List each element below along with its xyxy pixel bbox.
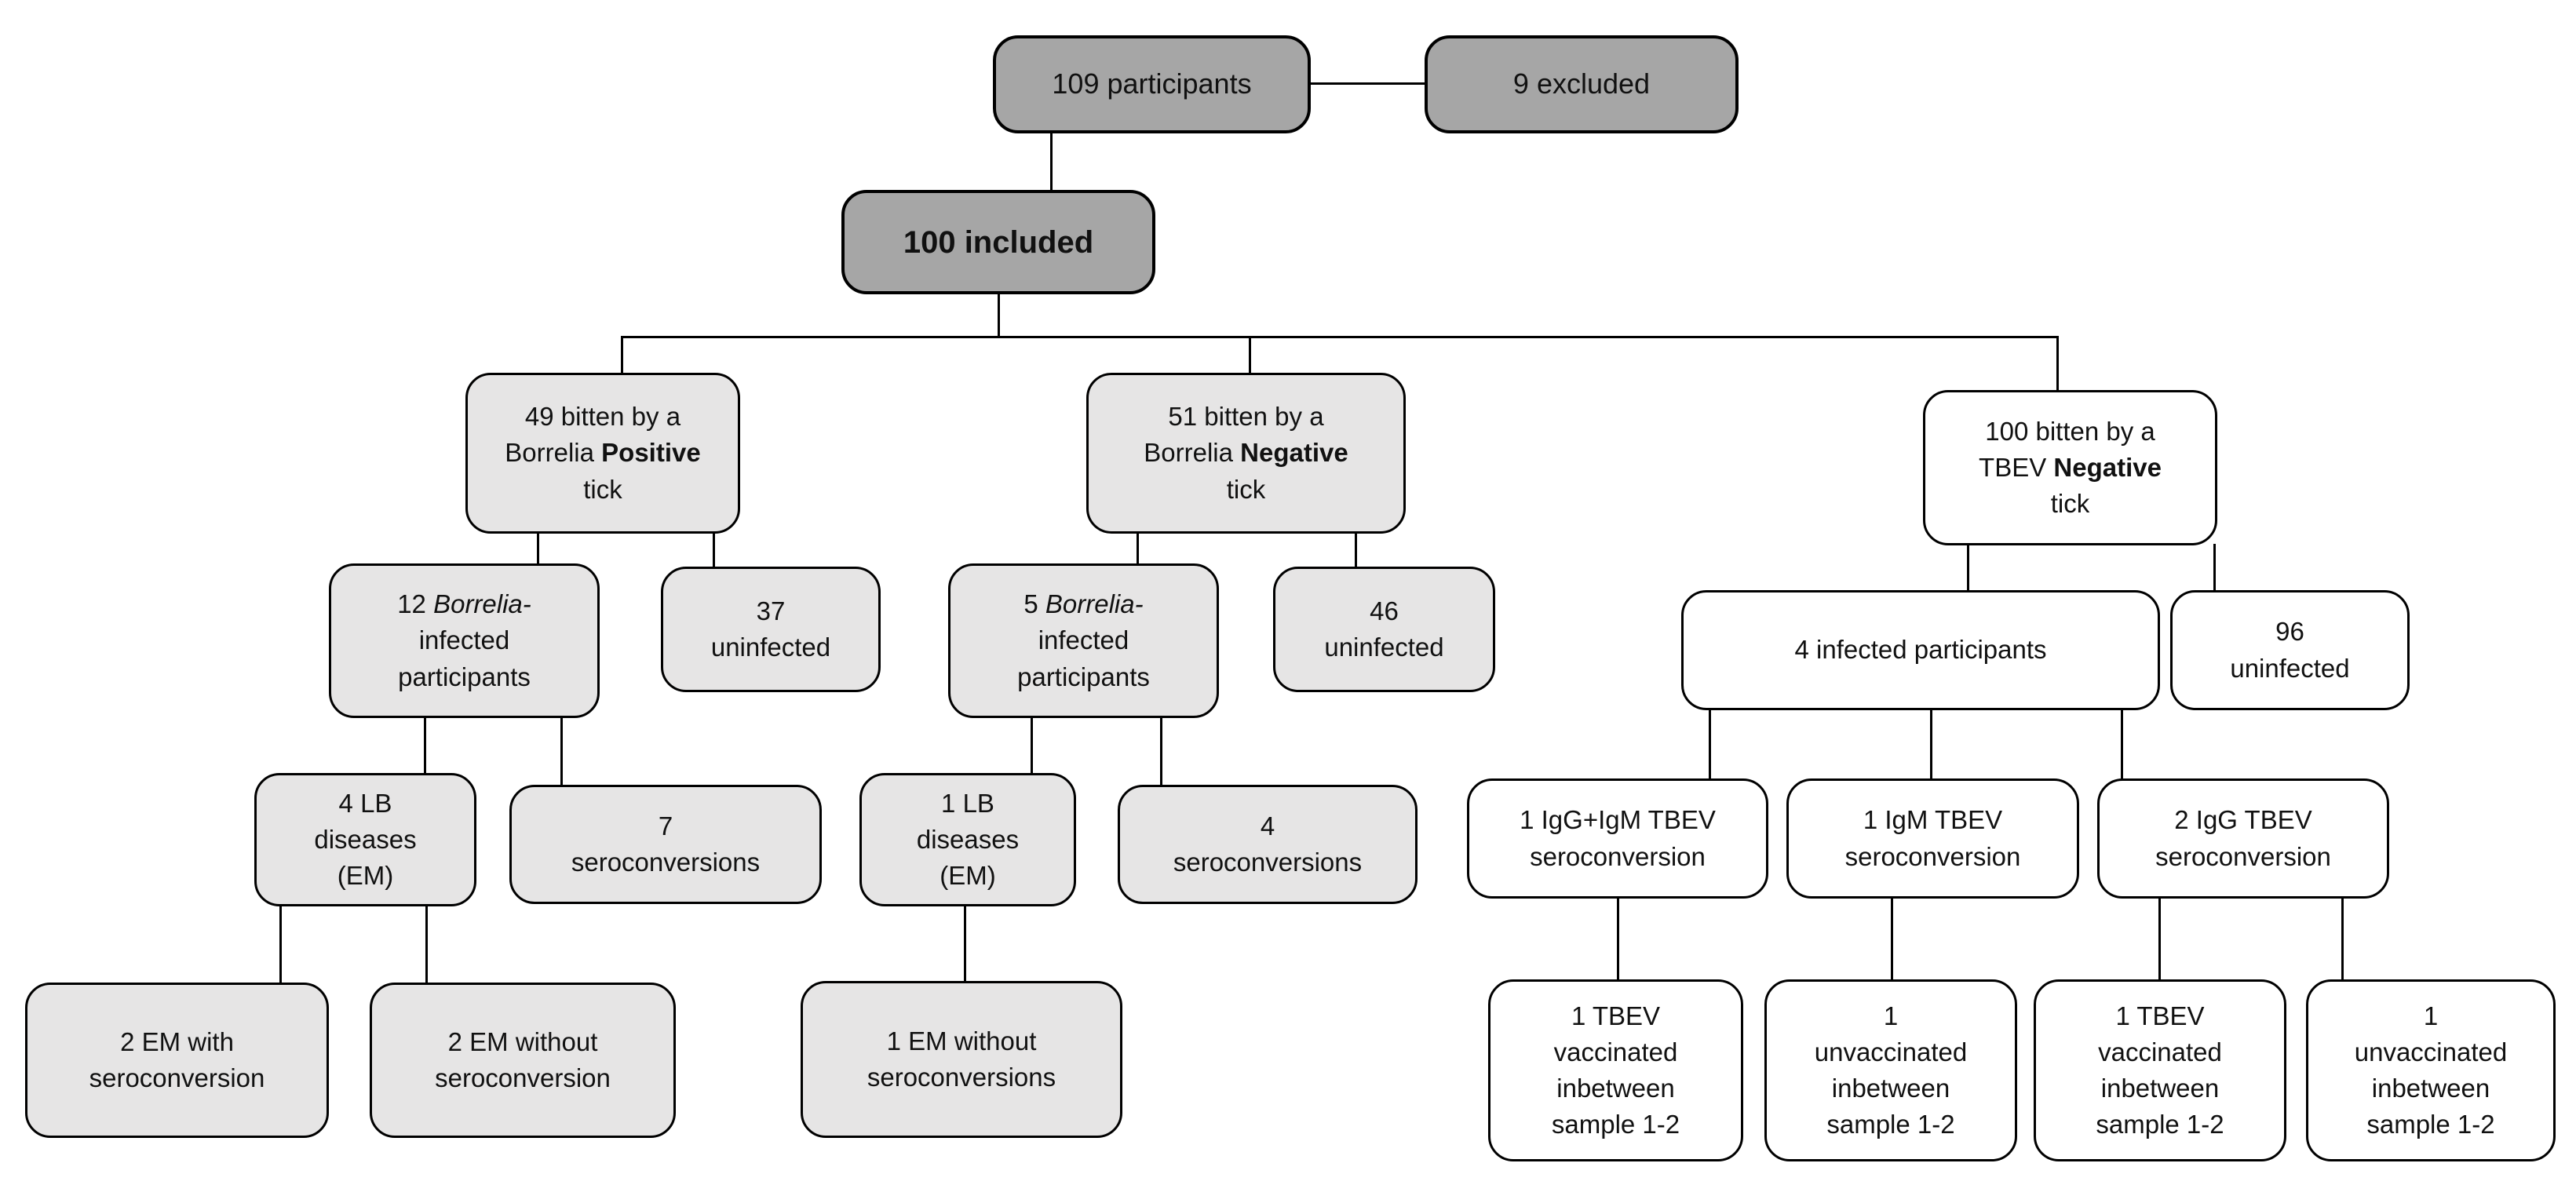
flow-box-label: 4 seroconversions <box>1173 811 1363 877</box>
flow-box-label: 9 excluded <box>1512 67 1651 100</box>
flow-box-label: 49 bitten by a Borrelia Positive tick <box>505 402 701 504</box>
flow-box-1-tbev-vaccinated-b: 1 TBEV vaccinated inbetween sample 1-2 <box>2034 979 2286 1161</box>
flow-box-label: 37 uninfected <box>710 596 831 662</box>
flow-box-label: 1 unvaccinated inbetween sample 1-2 <box>2354 1001 2508 1139</box>
flow-box-label: 1 TBEV vaccinated inbetween sample 1-2 <box>2096 1001 2224 1139</box>
flow-box-4-lb-diseases: 4 LB diseases (EM) <box>254 773 476 906</box>
connector-line <box>1930 709 1932 780</box>
flow-box-2-em-with-seroconversion: 2 EM with seroconversion <box>25 983 329 1138</box>
flow-box-1-lb-diseases: 1 LB diseases (EM) <box>859 773 1076 906</box>
connector-line <box>279 905 282 984</box>
connector-line <box>998 293 1000 337</box>
flow-box-label: 1 TBEV vaccinated inbetween sample 1-2 <box>1551 1001 1680 1139</box>
flow-box-label: 1 EM without seroconversions <box>867 1026 1056 1092</box>
connector-line <box>2213 544 2216 592</box>
flow-box-label: 1 IgG+IgM TBEV seroconversion <box>1520 805 1716 871</box>
flow-box-label: 96 uninfected <box>2230 617 2350 683</box>
flow-box-1-tbev-vaccinated-a: 1 TBEV vaccinated inbetween sample 1-2 <box>1488 979 1743 1161</box>
connector-line <box>425 905 428 984</box>
connector-line <box>1160 716 1162 786</box>
flow-box-96-uninfected: 96 uninfected <box>2170 590 2410 710</box>
flow-box-1-em-without-seroconversions: 1 EM without seroconversions <box>801 981 1122 1138</box>
connector-line <box>1137 532 1139 567</box>
flow-box-label: 1 unvaccinated inbetween sample 1-2 <box>1814 1001 1968 1139</box>
flow-box-1-unvaccinated-b: 1 unvaccinated inbetween sample 1-2 <box>2306 979 2556 1161</box>
connector-line <box>1617 897 1619 981</box>
connector-line <box>621 336 623 374</box>
flow-box-51-borrelia-negative: 51 bitten by a Borrelia Negative tick <box>1086 373 1406 534</box>
flow-box-label: 109 participants <box>1052 67 1252 100</box>
connector-line <box>964 905 966 983</box>
flow-box-2-em-without-seroconversion: 2 EM without seroconversion <box>370 983 676 1138</box>
flow-box-label: 51 bitten by a Borrelia Negative tick <box>1144 402 1348 504</box>
flow-box-100-tbev-negative: 100 bitten by a TBEV Negative tick <box>1923 390 2217 545</box>
flow-box-4-infected-participants: 4 infected participants <box>1681 590 2160 710</box>
connector-line <box>424 716 426 775</box>
connector-line <box>1249 336 1251 374</box>
flow-box-label: 46 uninfected <box>1324 596 1444 662</box>
flow-box-7-seroconversions: 7 seroconversions <box>509 785 822 904</box>
flow-box-label: 12 Borrelia- infected participants <box>397 589 531 691</box>
connector-line <box>1311 82 1425 85</box>
flow-box-2-igg-tbev-seroconversion: 2 IgG TBEV seroconversion <box>2097 778 2389 899</box>
flow-box-label: 2 EM without seroconversion <box>435 1026 611 1092</box>
connector-line <box>2158 897 2161 981</box>
flow-box-label: 4 LB diseases (EM) <box>314 788 417 891</box>
connector-line <box>2056 336 2059 392</box>
flow-box-label: 100 bitten by a TBEV Negative tick <box>1979 416 2162 519</box>
flow-box-label: 1 LB diseases (EM) <box>916 788 1020 891</box>
flow-box-12-borrelia-infected: 12 Borrelia- infected participants <box>329 563 600 718</box>
flow-box-label: 1 IgM TBEV seroconversion <box>1844 805 2021 871</box>
flow-box-100-included: 100 included <box>841 190 1155 294</box>
connector-line <box>621 336 2059 338</box>
flow-box-1-unvaccinated-a: 1 unvaccinated inbetween sample 1-2 <box>1764 979 2017 1161</box>
flow-box-1-igm-tbev-seroconversion: 1 IgM TBEV seroconversion <box>1786 778 2079 899</box>
connector-line <box>560 716 563 786</box>
connector-line <box>537 532 539 567</box>
flow-box-label: 2 IgG TBEV seroconversion <box>2155 805 2331 871</box>
flow-box-109-participants: 109 participants <box>993 35 1311 133</box>
connector-line <box>713 532 715 568</box>
flow-box-49-borrelia-positive: 49 bitten by a Borrelia Positive tick <box>465 373 740 534</box>
flow-box-37-uninfected: 37 uninfected <box>661 567 881 692</box>
flow-box-label: 2 EM with seroconversion <box>89 1026 265 1092</box>
connector-line <box>1355 532 1357 568</box>
flow-box-label: 4 infected participants <box>1794 635 2047 665</box>
flow-box-4-seroconversions: 4 seroconversions <box>1118 785 1418 904</box>
flow-box-46-uninfected: 46 uninfected <box>1273 567 1495 692</box>
flow-box-9-excluded: 9 excluded <box>1425 35 1739 133</box>
flow-box-label: 100 included <box>903 224 1094 260</box>
connector-line <box>1050 132 1053 191</box>
connector-line <box>1967 544 1969 592</box>
connector-line <box>1891 897 1893 981</box>
flow-box-label: 7 seroconversions <box>571 811 761 877</box>
flow-box-1-igg-igm-tbev-seroconversion: 1 IgG+IgM TBEV seroconversion <box>1467 778 1768 899</box>
connector-line <box>2341 897 2344 981</box>
connector-line <box>2121 709 2123 780</box>
flow-box-5-borrelia-infected: 5 Borrelia- infected participants <box>948 563 1219 718</box>
connector-line <box>1031 716 1033 775</box>
connector-line <box>1709 709 1711 780</box>
flow-box-label: 5 Borrelia- infected participants <box>1017 589 1150 691</box>
